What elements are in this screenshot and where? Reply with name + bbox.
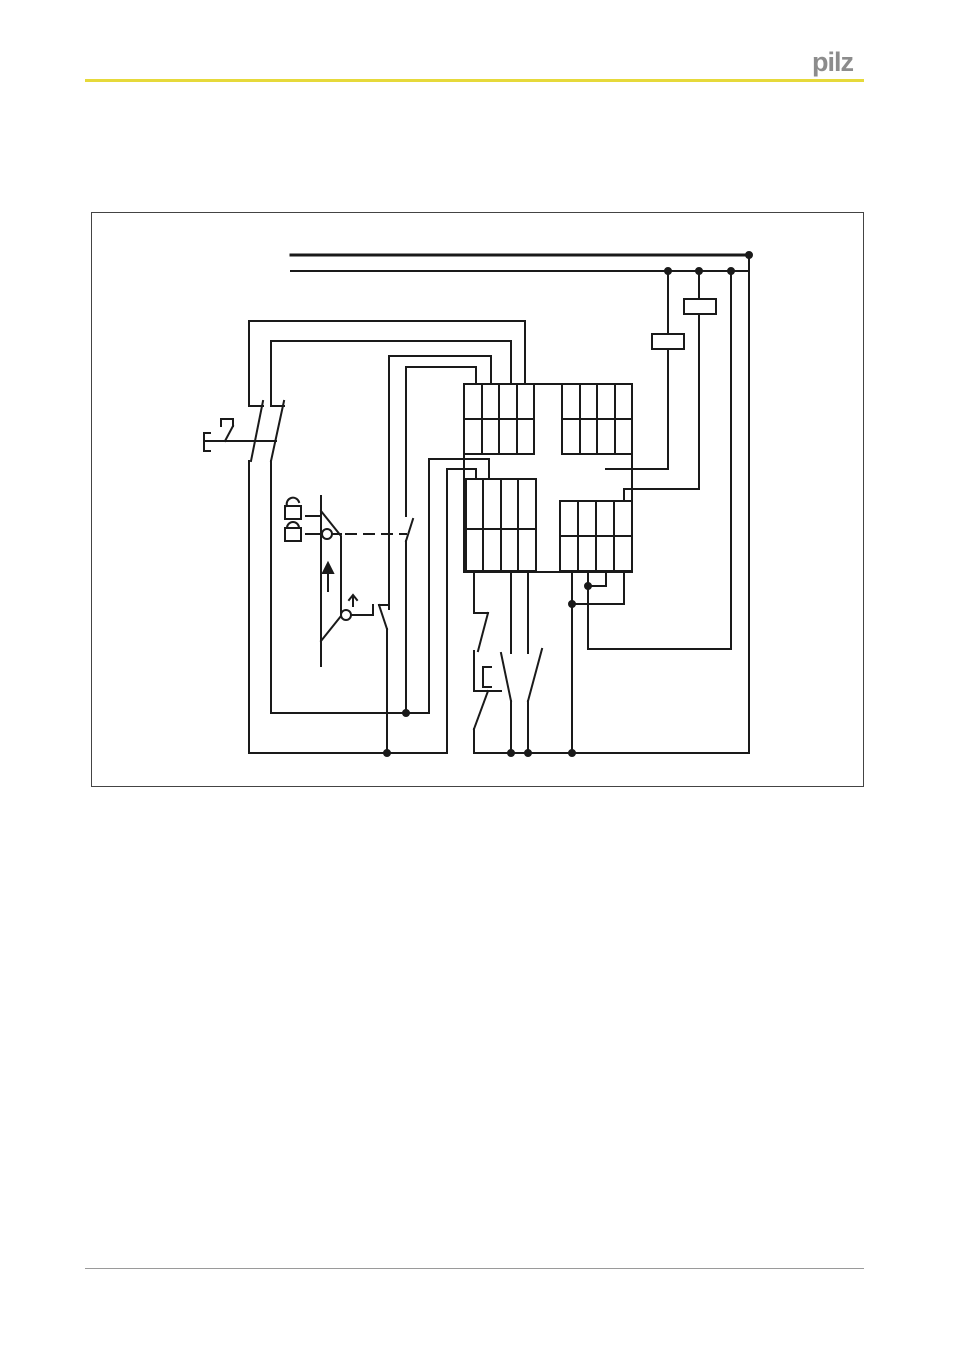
wiring-diagram-figure [91, 212, 864, 787]
pilz-logo-text: pilz [812, 47, 853, 77]
pilz-logo: pilz [812, 44, 872, 80]
contactor-coil-k1 [652, 334, 684, 349]
header-rule [85, 79, 864, 82]
safety-gate-lock-switch [285, 356, 491, 753]
emergency-stop-button [204, 321, 525, 753]
reset-button [474, 571, 749, 756]
supply-rails [291, 252, 752, 274]
contactor-coils [588, 255, 749, 753]
contactor-coil-k2 [684, 299, 716, 314]
output-wiring [569, 571, 624, 753]
footer-rule [85, 1268, 864, 1269]
return-wiring [249, 459, 489, 756]
wiring-diagram [92, 213, 863, 786]
